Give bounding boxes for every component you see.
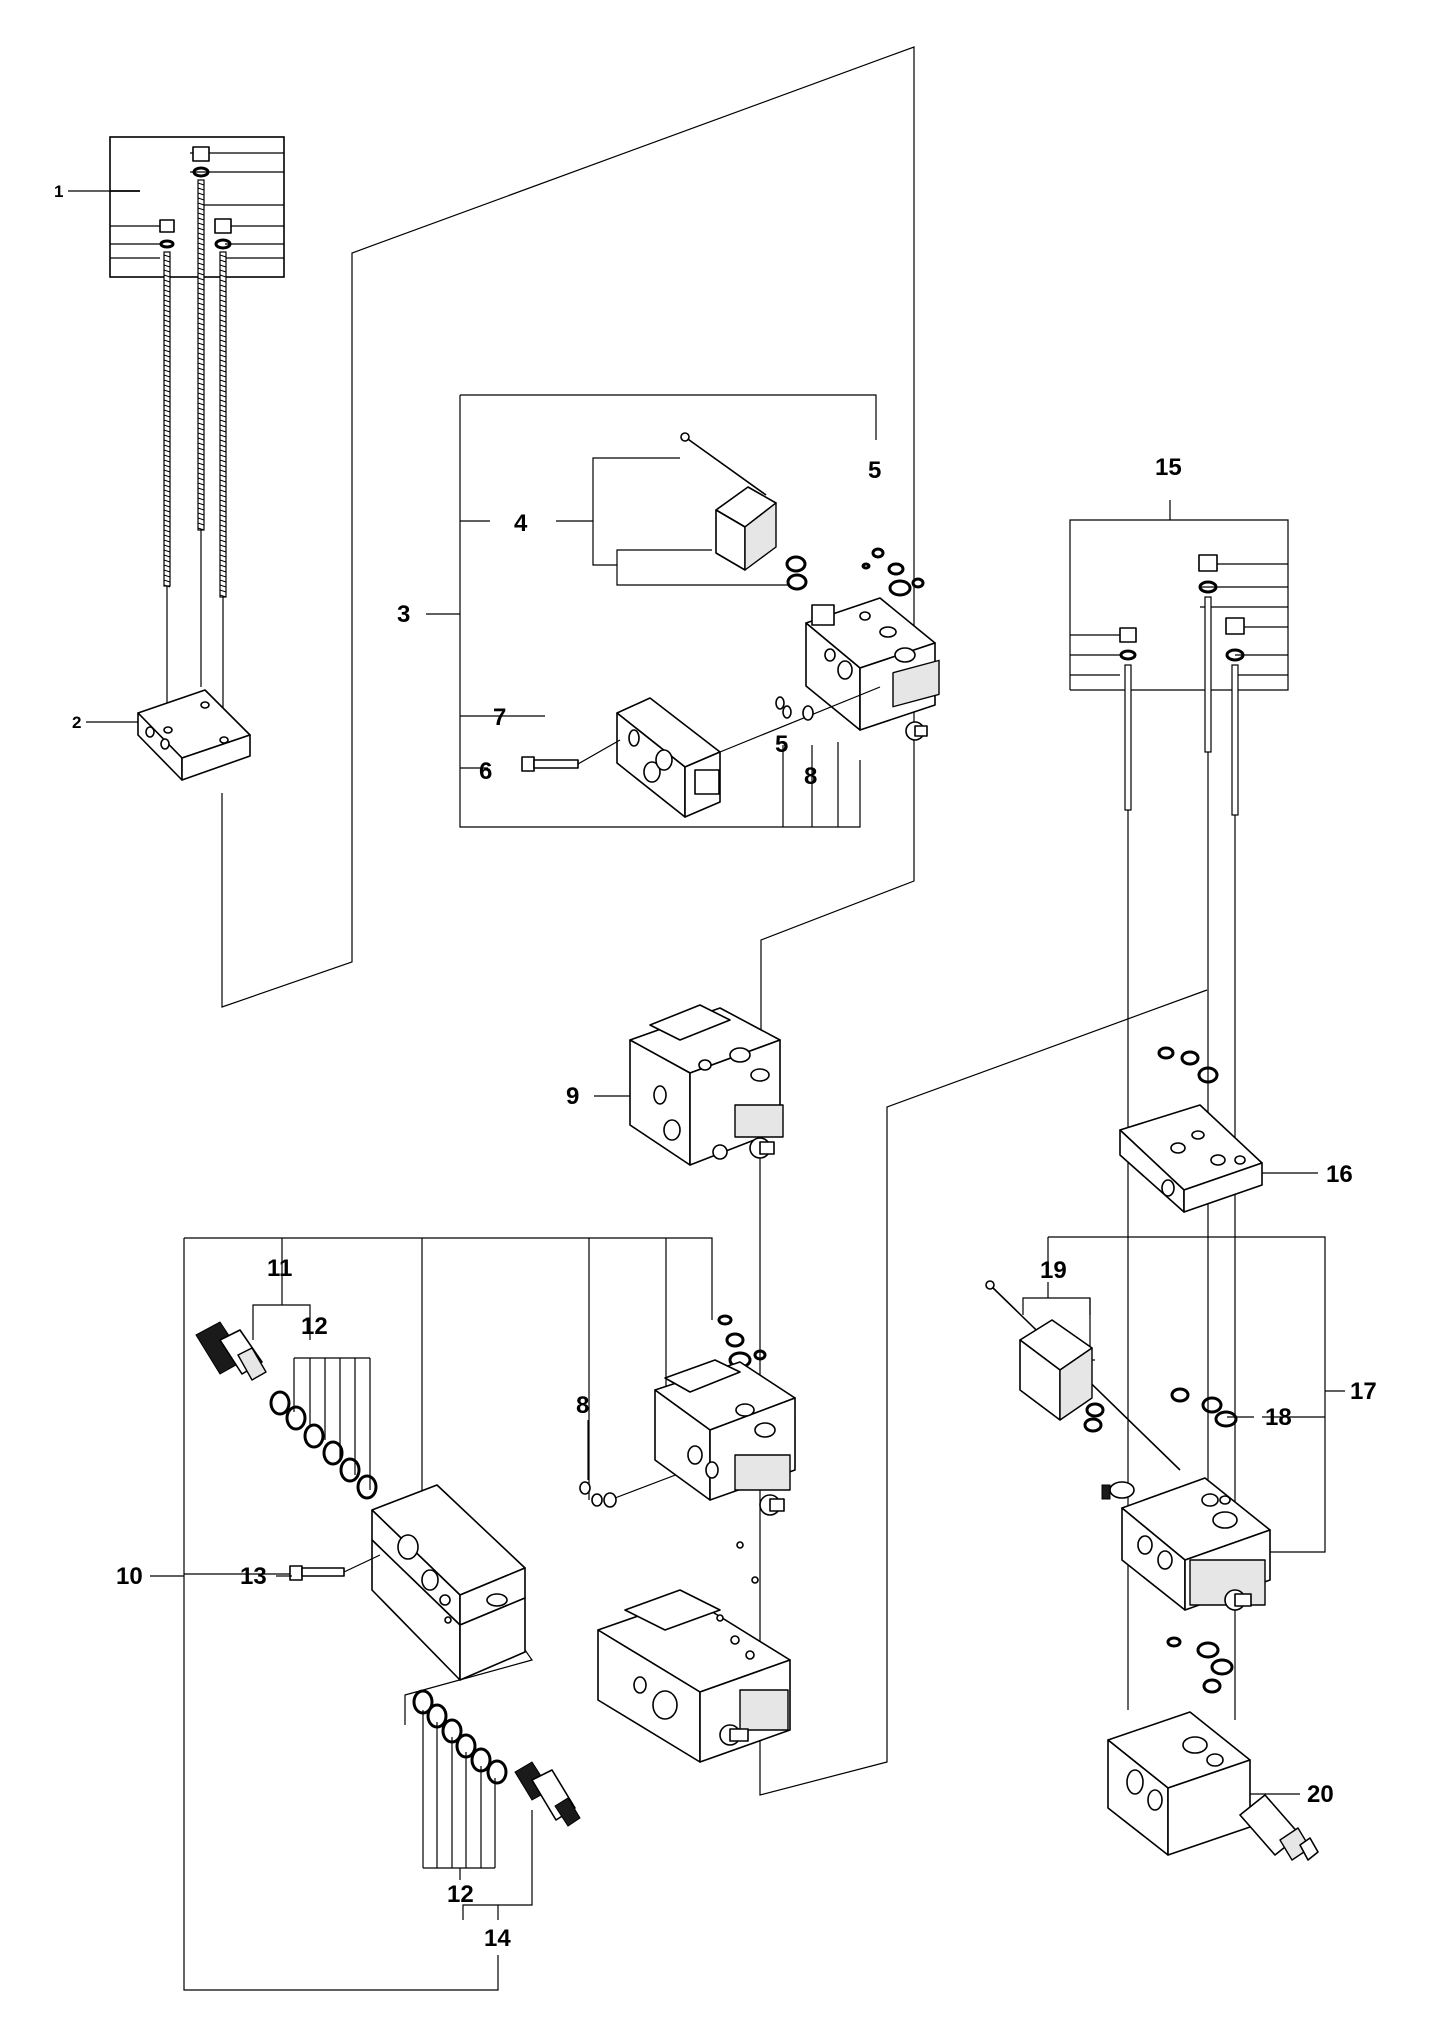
callout-19: 19 bbox=[1040, 1257, 1067, 1284]
valve-section-icon bbox=[597, 1541, 791, 1763]
valve-section-kit-group-17: 19 18 17 bbox=[985, 1236, 1377, 1611]
tie-rod-kit-group-1: 1 bbox=[54, 136, 285, 740]
callout-2: 2 bbox=[72, 713, 81, 732]
valve-section-icon bbox=[805, 597, 940, 741]
callout-10: 10 bbox=[116, 1563, 143, 1590]
callout-9: 9 bbox=[566, 1083, 579, 1110]
valve-section-icon bbox=[654, 1314, 796, 1516]
callout-1: 1 bbox=[54, 182, 63, 201]
callout-17: 17 bbox=[1350, 1378, 1377, 1405]
tie-rod-icon bbox=[214, 218, 232, 740]
callout-14: 14 bbox=[484, 1925, 511, 1952]
tie-rod-icon bbox=[1198, 554, 1218, 1520]
end-plate-part-2: 2 bbox=[72, 689, 251, 781]
assembly-lines bbox=[221, 46, 1208, 1796]
inlet-section-part-20: 20 bbox=[1107, 1636, 1334, 1861]
callout-6: 6 bbox=[479, 758, 492, 785]
callout-11: 11 bbox=[267, 1255, 292, 1282]
cartridge-valve-icon bbox=[1239, 1794, 1319, 1861]
cartridge-valve-icon bbox=[616, 686, 881, 818]
callout-18: 18 bbox=[1265, 1404, 1292, 1431]
callout-12-bottom: 12 bbox=[447, 1881, 474, 1908]
cartridge-valve-icon bbox=[195, 1321, 267, 1381]
bolt-icon bbox=[521, 739, 621, 772]
bolt-icon bbox=[289, 1554, 381, 1581]
tie-rod-icon bbox=[192, 146, 210, 687]
cartridge-valve-icon bbox=[514, 1761, 581, 1827]
callout-16: 16 bbox=[1326, 1161, 1353, 1188]
callout-5-top: 5 bbox=[868, 457, 881, 484]
valve-section-icon bbox=[1101, 1477, 1271, 1611]
solenoid-coil-icon bbox=[715, 486, 808, 591]
tie-rod-icon bbox=[159, 219, 175, 730]
valve-section-icon bbox=[371, 1484, 526, 1681]
callout-8-middle: 8 bbox=[576, 1392, 589, 1419]
callout-20: 20 bbox=[1307, 1781, 1334, 1808]
callout-3: 3 bbox=[397, 601, 410, 628]
callout-8-top: 8 bbox=[804, 763, 817, 790]
callout-15: 15 bbox=[1155, 454, 1182, 481]
valve-section-part-9: 9 bbox=[566, 1004, 784, 1166]
callout-12-top: 12 bbox=[301, 1313, 328, 1340]
valve-section-kit-group-3: 3 4 5 5 6 7 8 bbox=[397, 394, 940, 828]
section-kit-group-10: 10 11 12 12 13 14 bbox=[116, 1237, 713, 1991]
callout-5-bottom: 5 bbox=[775, 731, 788, 758]
kit-frame-1 bbox=[109, 136, 285, 278]
callout-13: 13 bbox=[240, 1563, 267, 1590]
callout-7: 7 bbox=[493, 704, 506, 731]
solenoid-coil-icon bbox=[1019, 1319, 1105, 1433]
callout-4: 4 bbox=[514, 510, 528, 537]
end-plate-part-16: 16 bbox=[1119, 1046, 1353, 1213]
